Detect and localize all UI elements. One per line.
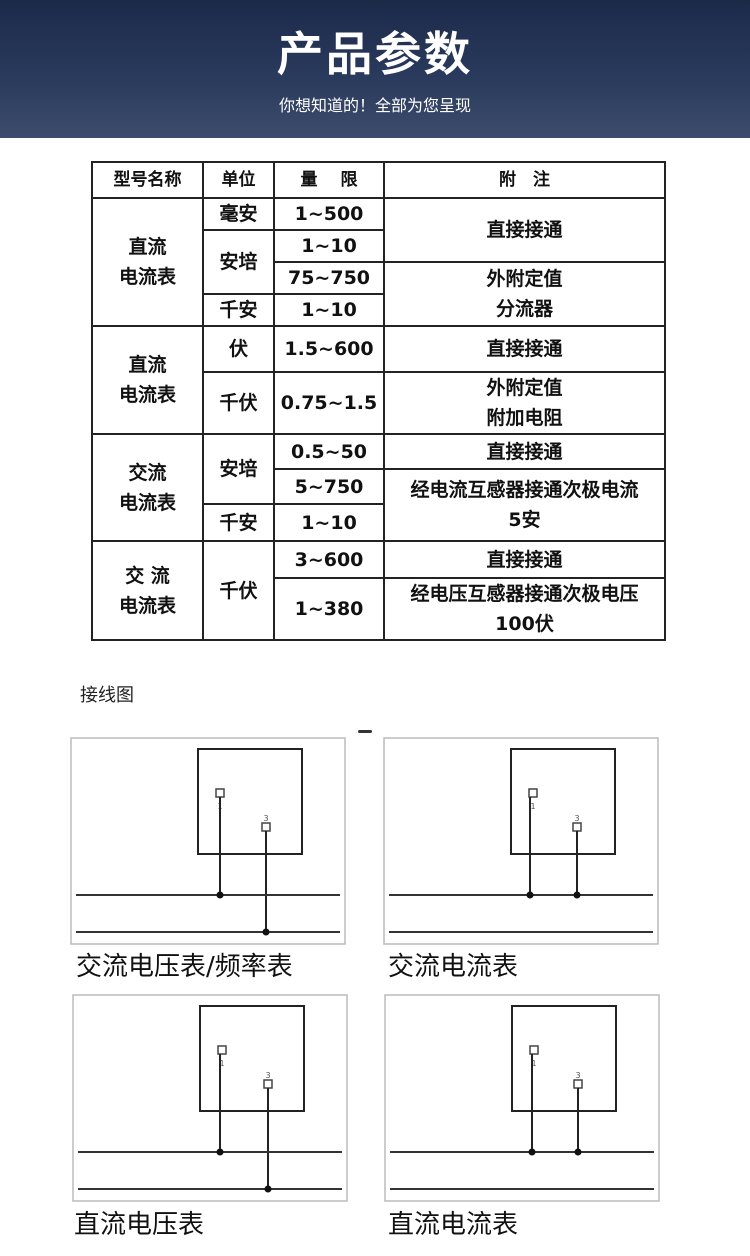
caption-dc-ammeter: 直流电流表 xyxy=(388,1210,519,1240)
unit-cell: 千伏 xyxy=(202,371,275,435)
wiring-diagram-ac-voltmeter: 1 3 xyxy=(70,737,346,945)
wiring-diagram-dc-ammeter: 1 3 xyxy=(384,994,660,1202)
header-model: 型号名称 xyxy=(91,161,204,199)
table-header-row: 型号名称 单位 量 限 附 注 xyxy=(91,161,666,199)
table-row: 千安 1~10 xyxy=(92,503,665,542)
model-cell: 直流 电流表 xyxy=(91,197,204,327)
junction-dot xyxy=(216,1148,224,1156)
unit-cell: 安培 xyxy=(202,229,275,295)
meter-box xyxy=(197,748,303,855)
range-cell: 1~10 xyxy=(273,293,385,327)
model-cell: 交流 电流表 xyxy=(91,433,204,542)
meter-box xyxy=(511,1005,617,1112)
junction-dot xyxy=(262,928,270,936)
terminal-1 xyxy=(217,1045,227,1055)
junction-dot xyxy=(526,891,534,899)
terminal-1-label: 1 xyxy=(531,1059,536,1068)
unit-cell: 千安 xyxy=(202,293,275,327)
header-range: 量 限 xyxy=(273,161,385,199)
table-row: 1~380 经电压互感器接通次极电压 100伏 xyxy=(92,577,666,641)
header-banner: 产品参数 你想知道的！全部为您呈现 xyxy=(0,0,750,138)
junction-dot xyxy=(264,1185,272,1193)
wiring-diagram-graphic: 1 3 xyxy=(72,994,348,1202)
note-cell: 直接接通 xyxy=(383,325,666,373)
table-row: 交 流 电流表 千伏 3~600 直接接通 xyxy=(91,540,666,641)
range-cell: 1.5~600 xyxy=(273,325,385,373)
note-cell: 经电压互感器接通次极电压 100伏 xyxy=(383,577,666,641)
wiring-diagram-graphic: 1 3 xyxy=(70,737,346,945)
unit-cell: 千伏 xyxy=(202,540,275,641)
range-cell: 1~380 xyxy=(273,577,385,641)
header-unit: 单位 xyxy=(202,161,275,199)
panel-frame xyxy=(383,737,659,945)
spec-table: 型号名称 单位 量 限 附 注 直流 电流表 毫安 1~500 直接接通 安培 … xyxy=(91,161,666,641)
meter-box xyxy=(510,748,616,855)
junction-dot xyxy=(528,1148,536,1156)
terminal-1-label: 1 xyxy=(219,1059,224,1068)
range-cell: 1~10 xyxy=(273,229,385,263)
wiring-diagram-graphic: 1 3 xyxy=(384,994,660,1202)
note-cell: 直接接通 xyxy=(383,197,666,263)
caption-dc-voltmeter: 直流电压表 xyxy=(74,1210,205,1240)
unit-cell: 安培 xyxy=(202,433,275,505)
model-cell: 直流 电流表 xyxy=(91,325,204,435)
terminal-3-label: 3 xyxy=(265,1071,270,1080)
terminal-3-label: 3 xyxy=(575,1071,580,1080)
junction-dot xyxy=(574,1148,582,1156)
table-row: 直流 电流表 毫安 1~500 直接接通 xyxy=(91,197,666,327)
note-cell: 外附定值 分流器 xyxy=(383,261,666,327)
terminal-1 xyxy=(529,1045,539,1055)
junction-dot xyxy=(216,891,224,899)
wiring-diagram-ac-ammeter: 1 3 xyxy=(383,737,659,945)
range-cell: 0.5~50 xyxy=(273,433,385,470)
panel-frame xyxy=(72,994,348,1202)
table-row: 千安 1~10 xyxy=(92,293,665,327)
table-row: 交流 电流表 安培 0.5~50 直接接通 xyxy=(91,433,666,542)
range-cell: 3~600 xyxy=(273,540,385,579)
junction-dot xyxy=(573,891,581,899)
range-cell: 1~500 xyxy=(273,197,385,231)
unit-cell: 千安 xyxy=(202,503,275,542)
wiring-diagram-graphic: 1 3 xyxy=(383,737,659,945)
table-row: 75~750 外附定值 分流器 xyxy=(92,261,666,327)
table-row: 千伏 0.75~1.5 外附定值 附加电阻 xyxy=(92,371,666,435)
page-title: 产品参数 xyxy=(277,27,473,81)
meter-box xyxy=(199,1005,305,1112)
caption-ac-ammeter: 交流电流表 xyxy=(388,952,519,982)
range-cell: 75~750 xyxy=(273,261,385,295)
wiring-diagram-label: 接线图 xyxy=(80,685,134,706)
terminal-1 xyxy=(528,788,538,798)
divider-mark xyxy=(358,730,372,733)
range-cell: 0.75~1.5 xyxy=(273,371,385,435)
note-cell: 直接接通 xyxy=(383,433,666,470)
panel-frame xyxy=(70,737,346,945)
header-note: 附 注 xyxy=(383,161,666,199)
terminal-1-label: 1 xyxy=(530,802,535,811)
terminal-3-label: 3 xyxy=(263,814,268,823)
unit-cell: 毫安 xyxy=(202,197,275,231)
caption-ac-voltmeter: 交流电压表/频率表 xyxy=(76,952,293,982)
range-cell: 1~10 xyxy=(273,503,385,542)
unit-cell: 伏 xyxy=(202,325,275,373)
table-row: 5~750 经电流互感器接通次极电流 5安 xyxy=(92,468,666,542)
note-cell: 直接接通 xyxy=(383,540,666,579)
note-cell: 外附定值 附加电阻 xyxy=(383,371,666,435)
page-subtitle: 你想知道的！全部为您呈现 xyxy=(278,96,471,115)
panel-frame xyxy=(384,994,660,1202)
table-row: 安培 1~10 xyxy=(92,229,665,295)
wiring-diagram-dc-voltmeter: 1 3 xyxy=(72,994,348,1202)
table-row: 直流 电流表 伏 1.5~600 直接接通 xyxy=(91,325,666,435)
range-cell: 5~750 xyxy=(273,468,385,505)
model-cell: 交 流 电流表 xyxy=(91,540,204,641)
terminal-3-label: 3 xyxy=(574,814,579,823)
note-cell: 经电流互感器接通次极电流 5安 xyxy=(383,468,666,542)
